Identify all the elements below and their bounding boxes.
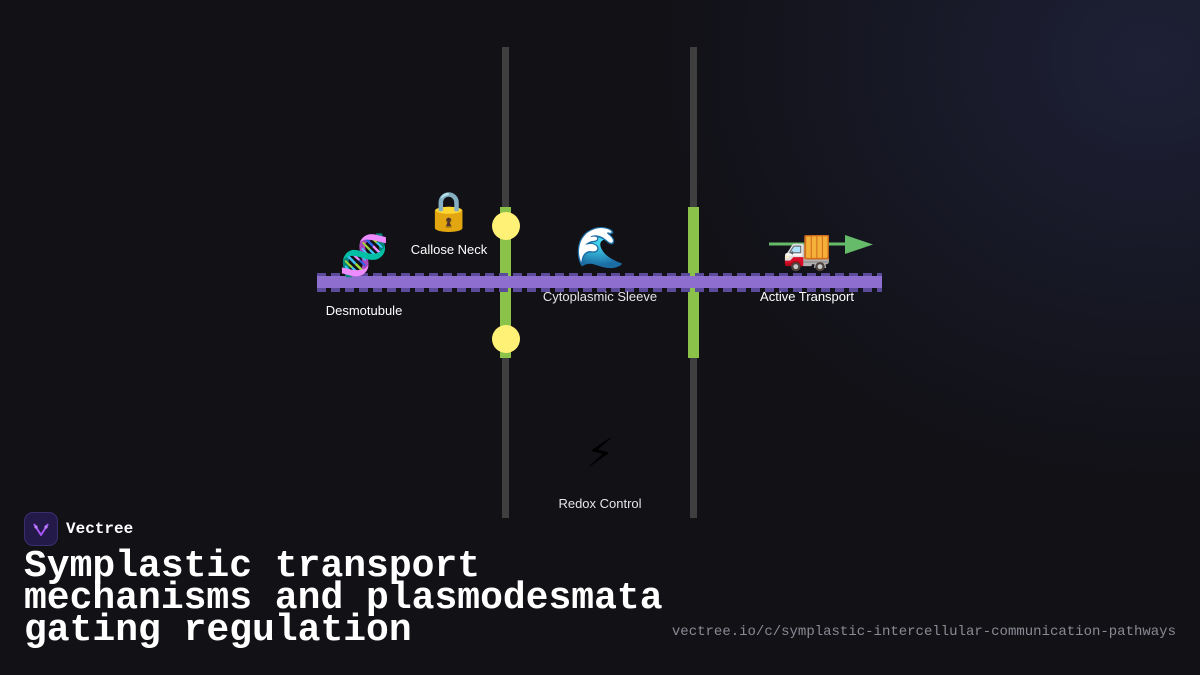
brand-name: Vectree	[66, 520, 134, 538]
callose-deposit-top	[492, 212, 520, 240]
callose-deposit-bottom	[492, 325, 520, 353]
wave-icon: 🌊	[575, 225, 625, 271]
transport-arrow-head	[845, 235, 873, 254]
lock-icon: 🔒	[425, 189, 473, 233]
desmotubule-bar	[317, 276, 882, 288]
desmotubule-label: Desmotubule	[325, 303, 403, 318]
active-transport-label: Active Transport	[760, 289, 854, 304]
source-url[interactable]: vectree.io/c/symplastic-intercellular-co…	[671, 624, 1176, 640]
cytoplasmic-sleeve-label: Cytoplasmic Sleeve	[542, 289, 658, 304]
callose-neck-label: Callose Neck	[410, 242, 488, 257]
vectree-logo-icon	[24, 512, 58, 546]
redox-control-label: Redox Control	[558, 496, 642, 511]
truck-icon: 🚚	[782, 227, 832, 273]
dna-icon: 🧬	[339, 233, 389, 279]
brand[interactable]: Vectree	[24, 512, 133, 546]
page-title: Symplastic transport mechanisms and plas…	[24, 545, 663, 652]
lightning-icon: ⚡	[585, 431, 615, 477]
